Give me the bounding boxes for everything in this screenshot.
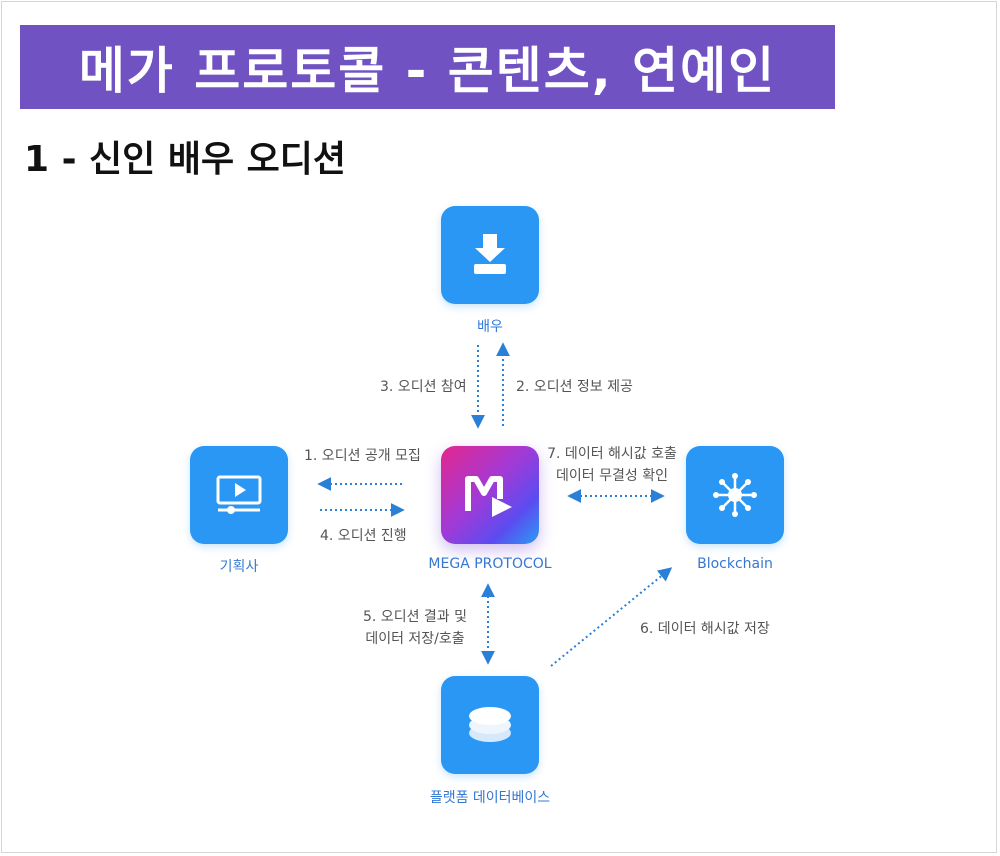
- mega-protocol-logo: [465, 476, 512, 517]
- node-actor-label: 배우: [477, 319, 503, 335]
- node-mega-label: MEGA PROTOCOL: [428, 556, 552, 572]
- step-2-label: 2. 오디션 정보 제공: [516, 379, 633, 395]
- node-mega-protocol: [441, 446, 539, 544]
- step-3-label: 3. 오디션 참여: [380, 379, 467, 395]
- node-database: [441, 676, 539, 774]
- step-6-label: 6. 데이터 해시값 저장: [640, 621, 770, 637]
- step-7-line1: 7. 데이터 해시값 호출: [547, 446, 677, 462]
- node-blockchain: [686, 446, 784, 544]
- page-title: 메가 프로토콜 - 콘텐츠, 연예인: [78, 42, 777, 100]
- node-agency-label: 기획사: [219, 559, 259, 575]
- video-player-icon: [216, 475, 262, 514]
- arrow-step6: [550, 567, 673, 667]
- node-database-label: 플랫폼 데이터베이스: [429, 790, 551, 806]
- step-7-label: 7. 데이터 해시값 호출 데이터 무결성 확인: [547, 443, 677, 487]
- database-stack-icon: [469, 707, 511, 742]
- person-stamp-icon: [474, 234, 506, 274]
- step-1-label: 1. 오디션 공개 모집: [304, 448, 421, 464]
- step-5-line2: 데이터 저장/호출: [365, 631, 465, 647]
- network-node-icon: [713, 473, 757, 517]
- step-4-label: 4. 오디션 진행: [320, 528, 407, 544]
- step-5-label: 5. 오디션 결과 및 데이터 저장/호출: [363, 606, 467, 650]
- node-actor: [441, 206, 539, 304]
- page-subtitle: 1 - 신인 배우 오디션: [24, 139, 346, 180]
- title-banner: 메가 프로토콜 - 콘텐츠, 연예인: [20, 25, 835, 109]
- step-7-line2: 데이터 무결성 확인: [556, 468, 668, 484]
- node-blockchain-label: Blockchain: [697, 556, 773, 572]
- node-agency: [190, 446, 288, 544]
- step-5-line1: 5. 오디션 결과 및: [363, 609, 467, 625]
